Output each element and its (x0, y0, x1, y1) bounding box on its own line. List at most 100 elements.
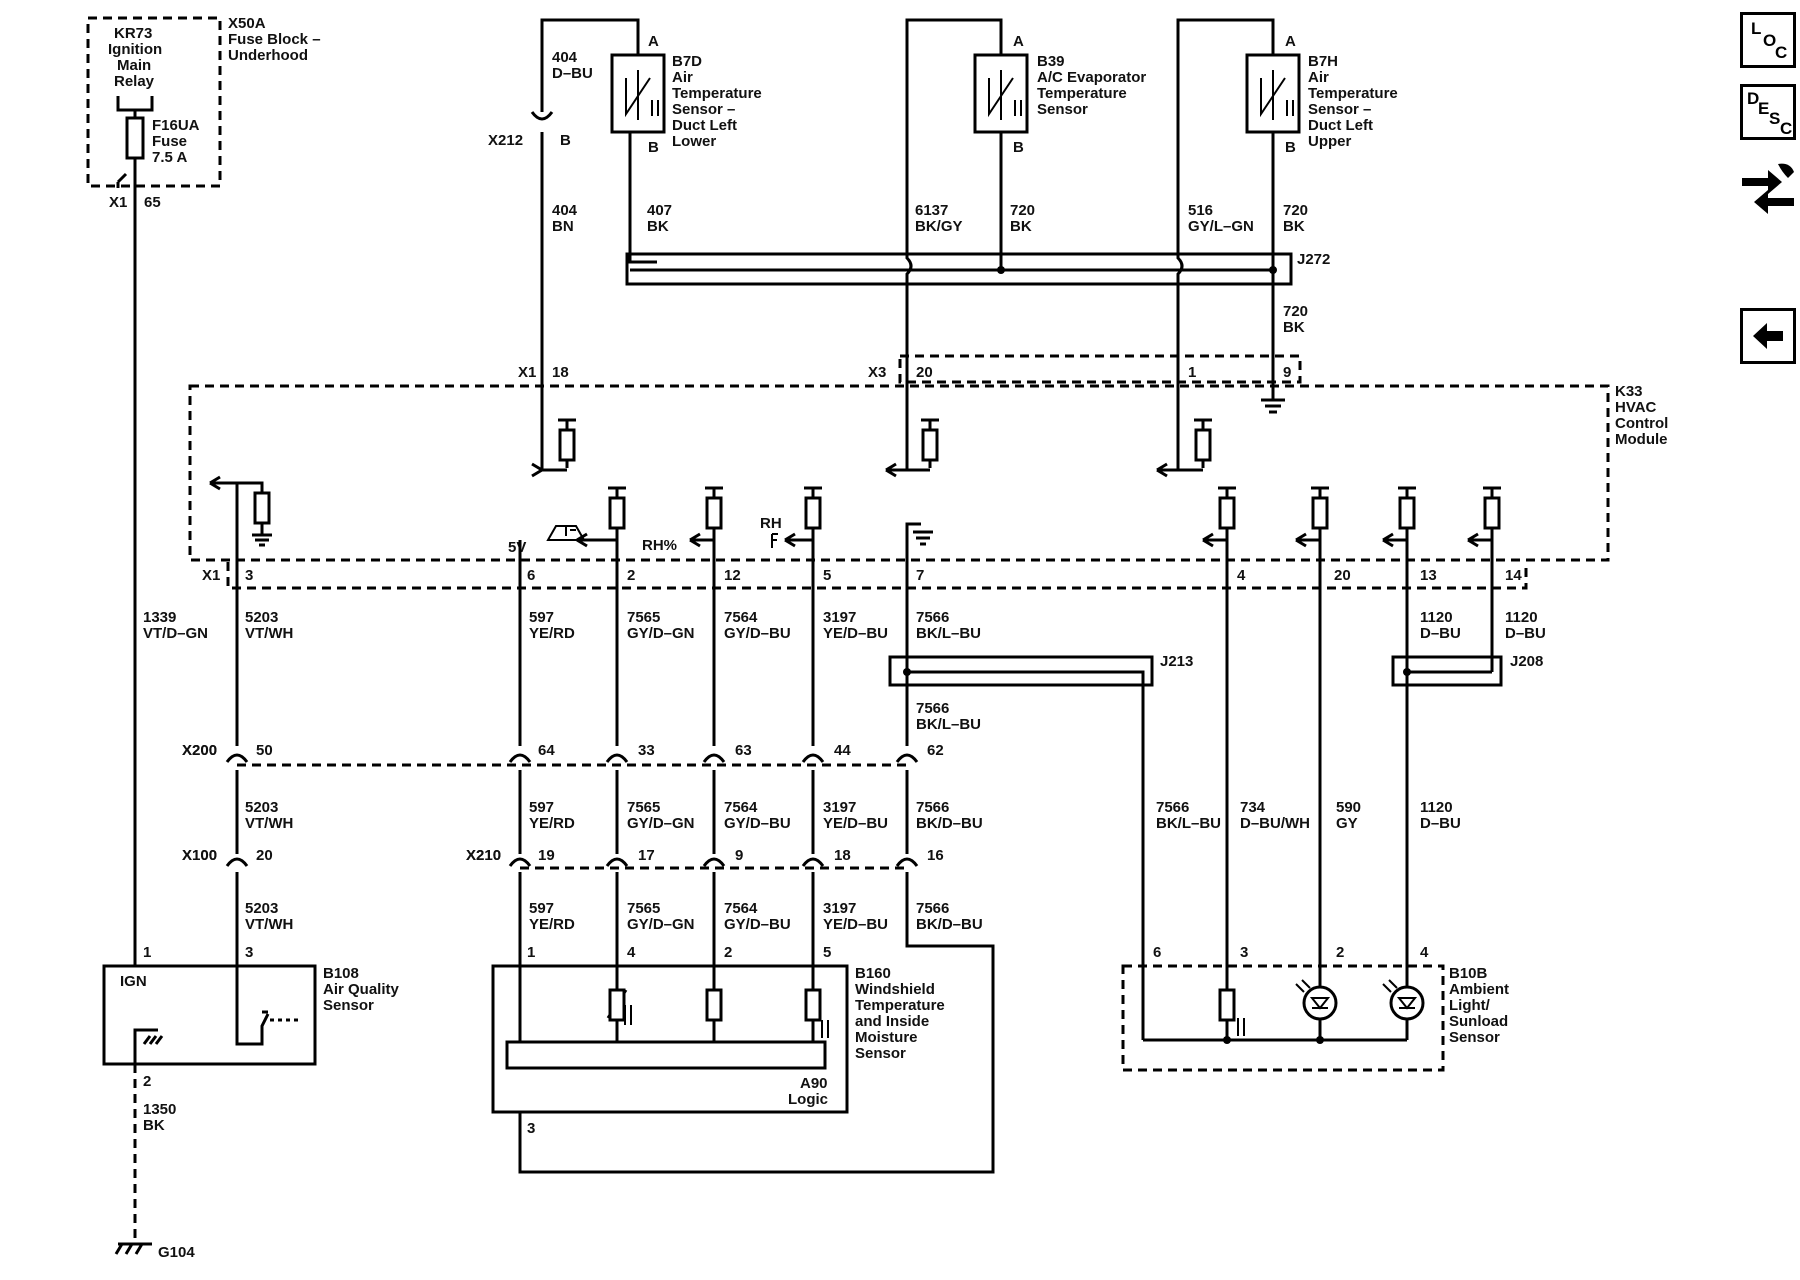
wire-label: 4 (627, 944, 636, 961)
wire-label: D–BU (552, 65, 593, 82)
wire-label: 50 (256, 742, 273, 759)
wire-label: BK/L–BU (1156, 815, 1221, 832)
wire-label: BN (552, 218, 574, 235)
wire-label: 6 (527, 567, 535, 584)
b108-sensor-box (102, 964, 317, 1066)
windshield-icon (546, 525, 586, 541)
b7h-thermistor-symbol (1260, 70, 1294, 120)
svg-text:Sensor: Sensor (1449, 1029, 1500, 1046)
wire-label: GY (1336, 815, 1358, 832)
svg-text:Sunload: Sunload (1449, 1013, 1508, 1030)
j213-splice (888, 655, 1154, 687)
wire-label: 597 (529, 799, 554, 816)
svg-text:Sensor: Sensor (323, 997, 374, 1014)
wire-label: VT/WH (245, 916, 293, 933)
wire-label: YE/RD (529, 625, 575, 642)
wire-label: 7564 (724, 900, 758, 917)
x50a-label: X50A Fuse Block – Underhood (228, 15, 321, 64)
j208-node (1403, 668, 1411, 676)
wire-label: D–BU (1505, 625, 1546, 642)
wire-label: 7564 (724, 799, 758, 816)
back-arrow-icon (1753, 323, 1783, 349)
wire-label: 1350 (143, 1101, 176, 1118)
svg-text:Air: Air (1308, 69, 1329, 86)
svg-text:Temperature: Temperature (672, 85, 762, 102)
wire-label: BK (647, 218, 669, 235)
b10b-label: B10B Ambient Light/ Sunload Sensor (1449, 965, 1509, 1046)
k33-label: K33 HVAC Control Module (1615, 383, 1668, 448)
wire-label: 1120 (1420, 799, 1453, 816)
description-button[interactable]: D E S C (1740, 84, 1796, 140)
svg-text:Air Quality: Air Quality (323, 981, 400, 998)
repair-tools-icon[interactable] (1738, 158, 1798, 220)
x212-label: X212 (488, 132, 523, 149)
svg-text:Sensor –: Sensor – (672, 101, 735, 118)
svg-text:Temperature: Temperature (855, 997, 945, 1014)
wire-label: 734 (1240, 799, 1266, 816)
svg-text:F16UA: F16UA (152, 117, 200, 134)
wire-label: A (1013, 33, 1024, 50)
kr73-label: KR73 Ignition Main Relay (108, 25, 162, 90)
wire-label: 7565 (627, 900, 660, 917)
svg-text:Light/: Light/ (1449, 997, 1491, 1014)
j213-bus (907, 670, 1145, 1040)
wire-label: VT/D–GN (143, 625, 208, 642)
svg-text:Underhood: Underhood (228, 47, 308, 64)
svg-text:Temperature: Temperature (1308, 85, 1398, 102)
wire-label: YE/D–BU (823, 815, 888, 832)
a90-logic-bar (505, 1040, 827, 1070)
x1-lower-connector (226, 562, 1528, 590)
wire-label: 5203 (245, 609, 278, 626)
5v-label: 5V (508, 539, 526, 556)
x3-connector-outline (898, 354, 1302, 384)
back-button[interactable] (1740, 308, 1796, 364)
k33-internal-upper (531, 418, 1212, 478)
j208-splice (1391, 655, 1503, 687)
x200-label: X200 (182, 742, 217, 759)
wires-lower (235, 483, 1494, 1040)
b10b-thermistor-arrows (1237, 1018, 1245, 1036)
desc-letter-e: E (1758, 99, 1770, 118)
ign-label: IGN (120, 973, 147, 990)
b10b-photodiode-1-symbol (1295, 979, 1331, 1010)
location-button[interactable]: L O C (1740, 12, 1796, 68)
g104-label: G104 (158, 1244, 195, 1261)
wire-label: 5203 (245, 799, 278, 816)
desc-letter-c: C (1780, 119, 1793, 138)
wire-label: 16 (927, 847, 944, 864)
b39-label: B39 A/C Evaporator Temperature Sensor (1037, 53, 1146, 118)
wire-label: VT/WH (245, 625, 293, 642)
wire-label: 3197 (823, 900, 856, 917)
j208-label: J208 (1510, 653, 1543, 670)
b10b-photodiode-1 (1302, 985, 1338, 1021)
svg-text:Module: Module (1615, 431, 1668, 448)
svg-text:B39: B39 (1037, 53, 1065, 70)
wire-407 (628, 132, 657, 264)
svg-text:Sensor: Sensor (1037, 101, 1088, 118)
x212-connector (530, 111, 554, 121)
b10b-photodiode-2 (1389, 985, 1425, 1021)
wire-label: 19 (538, 847, 555, 864)
desc-letter-s: S (1769, 109, 1781, 128)
wire-label: 64 (538, 742, 555, 759)
wire-label: 33 (638, 742, 655, 759)
loc-letter-o: O (1763, 31, 1777, 50)
svg-text:Relay: Relay (114, 73, 155, 90)
wire-label: YE/RD (529, 815, 575, 832)
wire-label: GY/D–BU (724, 815, 791, 832)
wire-label: X1 (109, 194, 127, 211)
wire-label: X200 (182, 742, 217, 759)
wire-label: 63 (735, 742, 752, 759)
k33-module-outline (188, 384, 1610, 562)
wire-label: X3 (868, 364, 886, 381)
j272-node (1269, 266, 1277, 274)
b160-sensor-box (491, 964, 849, 1114)
rh-thermometer-icon (771, 533, 778, 548)
wire-label: 14 (1505, 567, 1522, 584)
wire-label: GY/D–BU (724, 916, 791, 933)
b10b-node (1316, 1036, 1324, 1044)
wire-label: 404 (552, 49, 578, 66)
wire-label: 1 (143, 944, 151, 961)
wire-label: 7564 (724, 609, 758, 626)
